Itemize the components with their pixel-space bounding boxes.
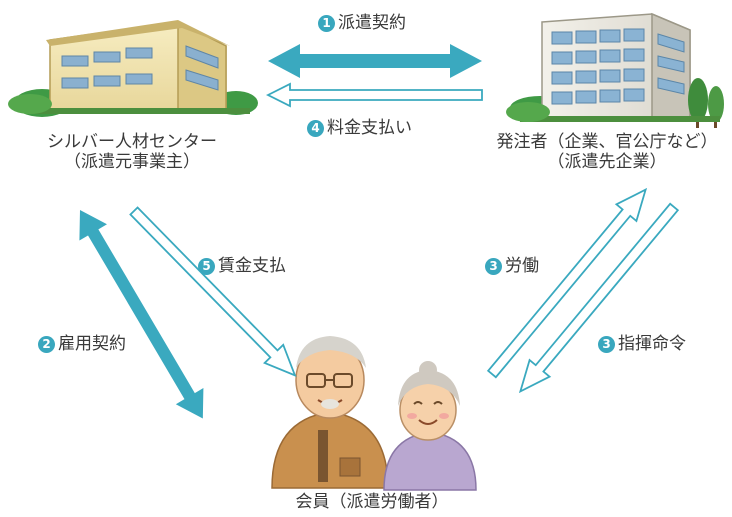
step-5-text: 賃金支払	[218, 256, 286, 276]
center-name: シルバー人材センター	[47, 132, 217, 152]
member-name: 会員（派遣労働者）	[295, 492, 449, 512]
client-label: 発注者（企業、官公庁など） （派遣先企業）	[482, 132, 732, 172]
step-3-labour-badge: 3	[485, 257, 502, 275]
employment-contract-arrow	[79, 210, 204, 419]
step-2-label: 2 雇用契約	[38, 334, 126, 354]
client-role: （派遣先企業）	[547, 152, 667, 172]
step-1-text: 派遣契約	[338, 13, 406, 33]
step-3-command-label: 3 指揮命令	[598, 334, 686, 354]
step-5-badge: 5	[198, 257, 215, 275]
step-4-badge: 4	[307, 119, 324, 137]
center-label: シルバー人材センター （派遣元事業主）	[14, 132, 250, 172]
office-building-icon	[8, 20, 258, 117]
step-3-labour-text: 労働	[505, 256, 539, 276]
tall-office-building-icon	[506, 12, 724, 128]
center-role: （派遣元事業主）	[64, 152, 200, 172]
wage-payment-arrow	[129, 206, 297, 377]
step-3-labour-label: 3 労働	[485, 256, 539, 276]
step-4-text: 料金支払い	[327, 118, 412, 138]
step-3-command-badge: 3	[598, 335, 615, 353]
command-arrow	[518, 202, 680, 394]
step-2-text: 雇用契約	[58, 334, 126, 354]
step-4-label: 4 料金支払い	[307, 118, 412, 138]
step-5-label: 5 賃金支払	[198, 256, 286, 276]
step-3-command-text: 指揮命令	[618, 334, 686, 354]
step-1-badge: 1	[318, 14, 335, 32]
step-1-label: 1 派遣契約	[318, 13, 406, 33]
dispatch-contract-arrow	[268, 44, 482, 78]
labour-arrow	[486, 187, 648, 379]
step-2-badge: 2	[38, 335, 55, 353]
member-label: 会員（派遣労働者）	[252, 492, 492, 512]
fee-payment-arrow	[265, 82, 483, 108]
client-name: 発注者（企業、官公庁など）	[496, 132, 718, 152]
elderly-couple-icon	[271, 336, 477, 491]
